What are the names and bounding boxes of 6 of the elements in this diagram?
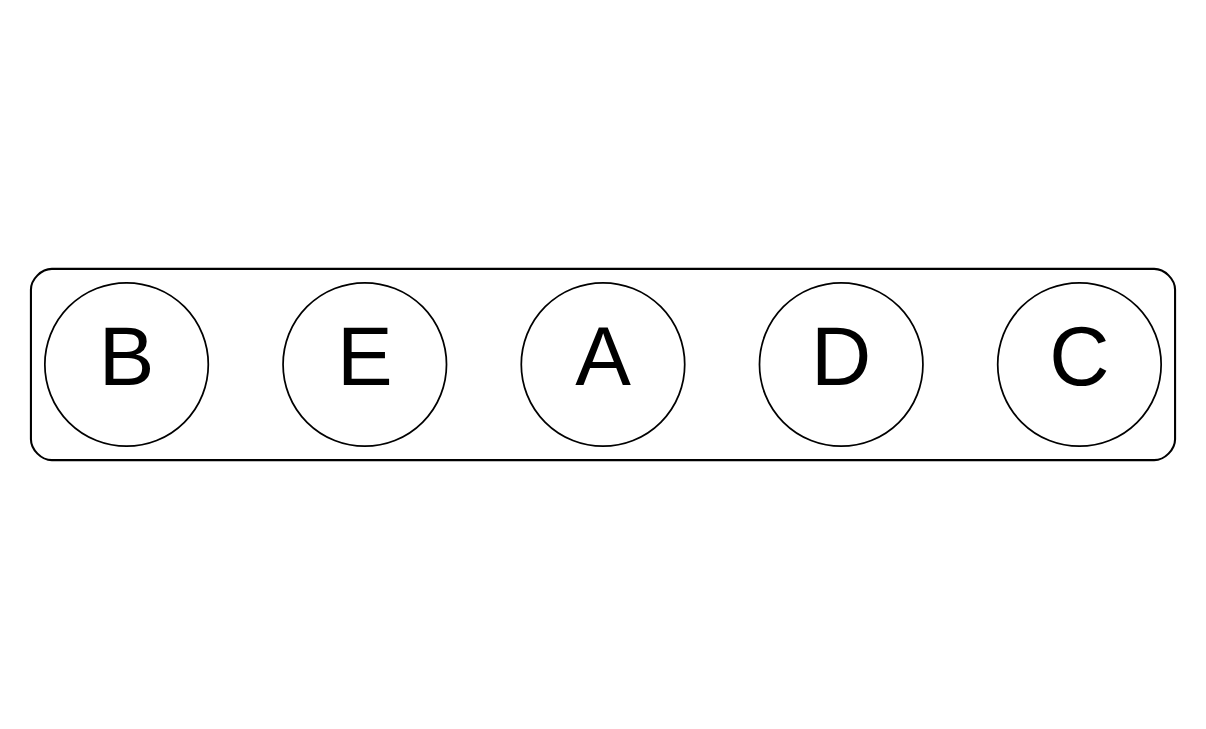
- node-circle: C: [996, 281, 1163, 448]
- cluster: [29, 267, 1177, 462]
- node-circle: D: [758, 281, 924, 448]
- node-circle: E: [282, 281, 448, 448]
- node-circle: A: [520, 281, 686, 448]
- node-circle: B: [43, 281, 210, 448]
